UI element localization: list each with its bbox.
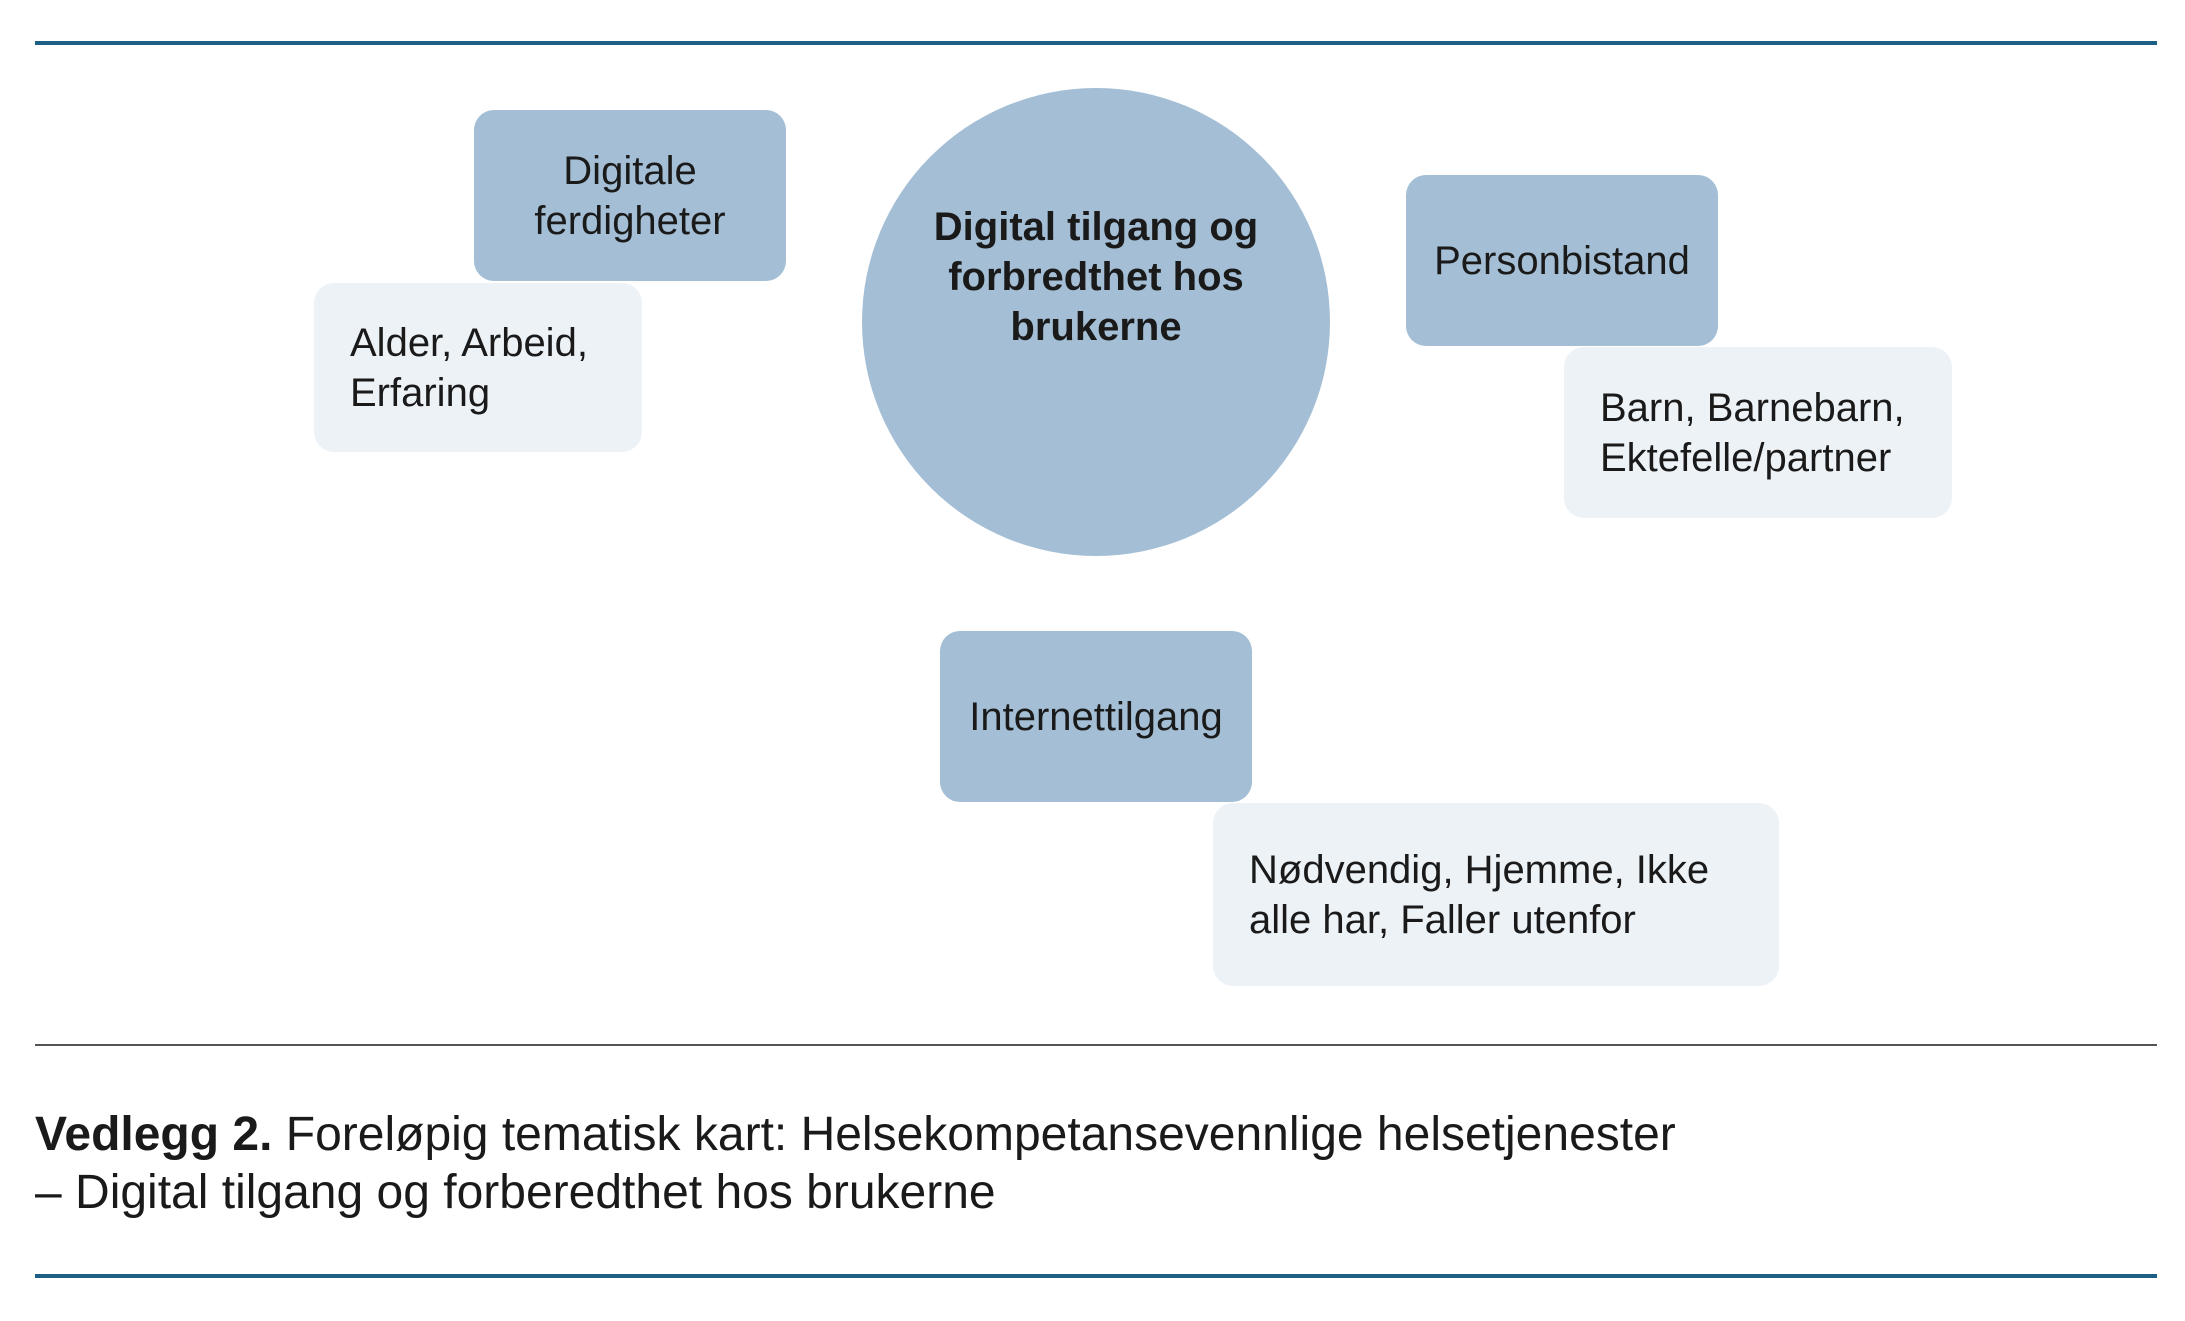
subtheme-alder-arbeid-erfaring: Alder, Arbeid, Erfaring: [314, 283, 642, 452]
subtheme-barn-barnebarn: Barn, Barnebarn, Ektefelle/partner: [1564, 347, 1952, 518]
theme-label: Digitale ferdigheter: [534, 148, 726, 243]
theme-label: Personbistand: [1434, 238, 1690, 283]
caption-title: Foreløpig tematisk kart: Helsekompetanse…: [285, 1108, 1676, 1161]
theme-internettilgang: Internettilgang: [940, 631, 1252, 802]
theme-digitale-ferdigheter: Digitale ferdigheter: [474, 110, 786, 281]
top-rule: [35, 41, 2157, 45]
central-theme-circle: Digital tilgang og forbredthet hos bruke…: [862, 88, 1330, 556]
theme-label: Internettilgang: [969, 694, 1223, 739]
caption-lead: Vedlegg 2.: [35, 1108, 273, 1161]
caption-divider: [35, 1044, 2157, 1046]
caption-line-2: – Digital tilgang og forberedthet hos br…: [35, 1166, 996, 1219]
subtheme-nodvendig-hjemme: Nødvendig, Hjemme, Ikke alle har, Faller…: [1213, 803, 1779, 986]
figure-caption: Vedlegg 2. Foreløpig tematisk kart: Hels…: [35, 1106, 2155, 1222]
subtheme-label: Alder, Arbeid, Erfaring: [350, 320, 588, 415]
subtheme-label: Barn, Barnebarn, Ektefelle/partner: [1600, 385, 1905, 480]
subtheme-label: Nødvendig, Hjemme, Ikke alle har, Faller…: [1249, 847, 1710, 942]
caption-line-1: Vedlegg 2. Foreløpig tematisk kart: Hels…: [35, 1106, 2155, 1164]
theme-personbistand: Personbistand: [1406, 175, 1718, 346]
central-theme-label: Digital tilgang og forbredthet hos bruke…: [933, 205, 1259, 349]
bottom-rule: [35, 1274, 2157, 1278]
